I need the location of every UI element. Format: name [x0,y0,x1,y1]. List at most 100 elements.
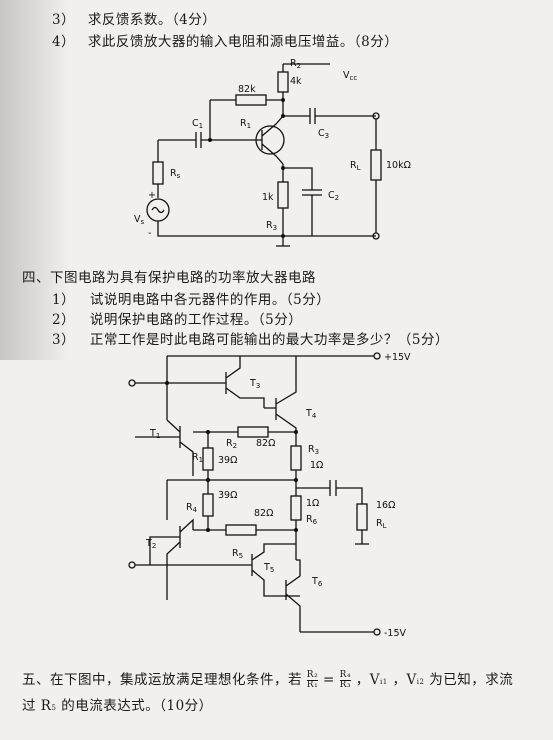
label-vpos: +15V [384,352,411,363]
label-vs: Vs [134,214,145,226]
label-r5-value: 82Ω [254,508,273,519]
label-rs: Rs [170,168,181,180]
capacitor-c2 [283,167,322,236]
transistor-t1 [166,419,194,476]
ground-icon [355,530,369,545]
question-text: 为已知，求流 [429,672,514,688]
label-r1-value: 39Ω [218,455,237,466]
sine-icon [151,206,165,214]
label-r2: R2 [290,58,301,70]
output-capacitor [296,480,363,504]
item-number: 4） [52,34,76,50]
node [294,478,298,482]
label-t2: T2 [145,538,156,550]
item-number: 3） [52,332,76,348]
label-t6: T6 [311,576,323,588]
label-r2-value: 82Ω [256,438,275,449]
item-text: 试说明电路中各元器件的作用。（5分） [89,292,331,308]
section-five-line2: 过 R5 的电流表达式。（10分） [22,694,213,714]
label-r4-value: 39Ω [218,490,237,501]
resistor-rb [235,94,267,106]
v-i1-sub: i1 [380,678,388,686]
label-r3: R3 [308,444,319,456]
vpos-terminal [373,352,381,360]
item-text: 说明保护电路的工作过程。（5分） [89,312,303,328]
resistor-r3 [290,445,302,471]
resistor-r6 [290,495,302,521]
item-text: 正常工作是时此电路可能输出的最大功率是多少？（5分） [89,332,449,348]
item-number: 3） [52,12,76,28]
resistor-r4 [202,493,214,517]
wire [135,536,180,566]
label-r3-value: 1Ω [310,460,323,471]
label-r6: R6 [306,514,318,526]
label-r1: R1 [240,118,251,130]
label-r6-value: 1Ω [306,498,319,509]
ground-icon [276,236,290,247]
transistor-t3 [225,356,265,408]
transistor-t2 [166,518,194,600]
label-rl: RL [350,160,361,172]
item-text: 求反馈系数。（4分） [87,12,217,28]
label-re: 1k [262,192,274,203]
item-number: 2） [52,312,76,328]
node [294,430,298,434]
resistor-rl [356,503,368,531]
label-c1: C1 [192,118,203,130]
label-rl-value: 10kΩ [386,160,411,171]
vneg-terminal [373,628,381,636]
v-i2-sub: i2 [416,678,425,686]
equals-sign: = [322,672,335,688]
label-r2-value: 4k [290,76,302,87]
item-text: 求此反馈放大器的输入电阻和源电压增益。（8分） [87,34,399,50]
r5-sub: 5 [51,704,57,712]
label-rb: 82k [238,84,256,95]
q4-item3: 3） 求反馈系数。（4分） [52,8,216,28]
label-c3: C3 [318,128,329,140]
label-minus: - [148,228,151,239]
question-text: 过 R [22,698,52,714]
label-r1: R1 [192,452,203,464]
resistor-r2 [237,426,269,438]
section-four-item1: 1） 试说明电路中各元器件的作用。（5分） [52,288,330,308]
wire [157,221,376,237]
input-terminal-upper [128,379,136,387]
question-text: 五、在下图中，集成运放满足理想化条件，若 [22,672,302,688]
label-t5: T5 [263,562,274,574]
input-terminal-lower [128,561,136,569]
section-four-item3: 3） 正常工作是时此电路可能输出的最大功率是多少？（5分） [52,328,449,348]
label-t3: T3 [249,378,260,390]
label-rl: RL [376,518,387,530]
ground-terminal [372,232,380,240]
transistor-t4 [264,356,297,446]
label-r3: R3 [266,220,277,232]
label-c2: C2 [328,190,339,202]
transistor-t5 [150,543,300,597]
label-vcc: Vcc [343,70,357,82]
label-r5: R5 [232,548,243,560]
label-t1: T1 [149,428,160,440]
resistor-r5 [225,524,257,536]
node [294,528,298,532]
resistor-r1 [202,447,214,471]
label-r2: R2 [226,438,237,450]
separator: ，V [392,672,417,688]
separator: ，V [355,672,381,688]
section-four-item2: 2） 说明保护电路的工作过程。（5分） [52,308,302,328]
capacitor-c1 [158,132,210,148]
question-text: 的电流表达式。（10分） [61,698,213,714]
node [206,528,210,532]
transistor-t6 [285,559,301,632]
item-number: 1） [52,292,76,308]
node [165,381,169,385]
label-plus: + [148,190,156,201]
node [281,98,285,102]
label-rl-value: 16Ω [376,500,395,511]
label-t4: T4 [305,408,317,420]
q4-item4: 4） 求此反馈放大器的输入电阻和源电压增益。（8分） [52,30,398,50]
capacitor-c3 [283,108,376,124]
